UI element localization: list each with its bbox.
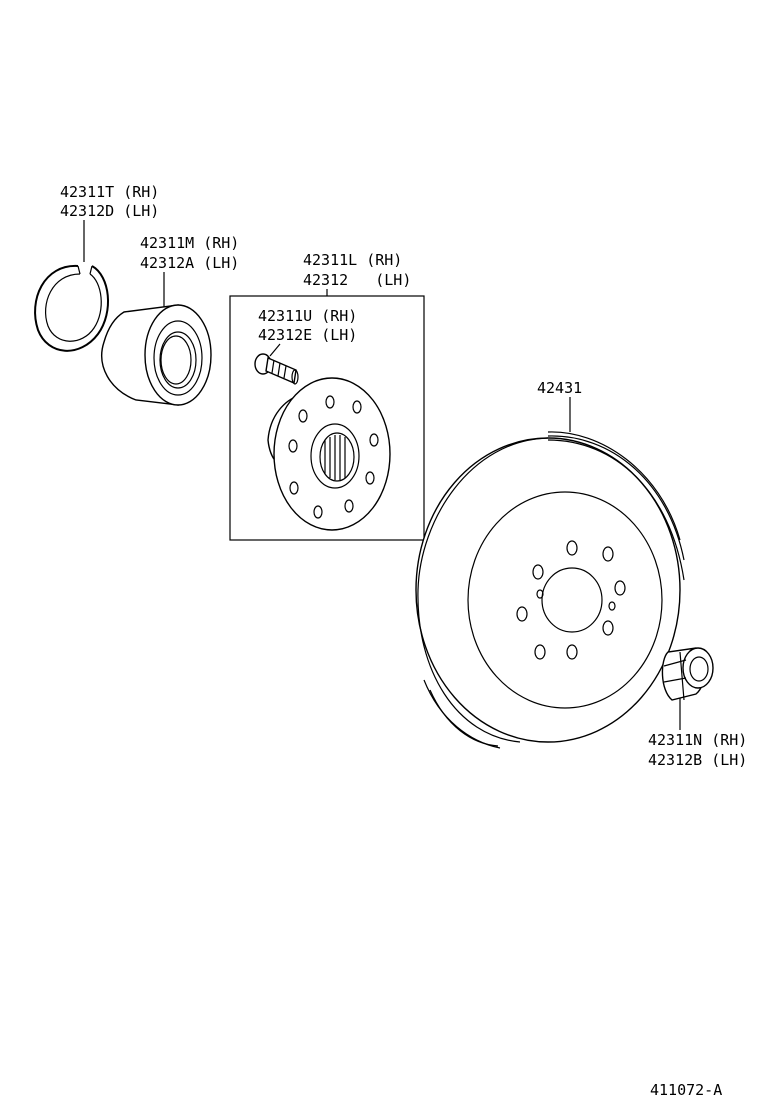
figure-code: 411072-A [650, 1081, 722, 1099]
bearing-label: 42311M (RH) 42312A (LH) [140, 234, 239, 272]
snap-ring [34, 264, 109, 352]
bearing-label-lh: 42312A (LH) [140, 254, 239, 272]
hub-bolt-label: 42311U (RH) 42312E (LH) [258, 307, 357, 344]
hub-label-lh: 42312 (LH) [303, 271, 411, 289]
hub-label-rh: 42311L (RH) [303, 251, 402, 269]
hub [267, 377, 391, 531]
snap-ring-label: 42311T (RH) 42312D (LH) [60, 183, 159, 220]
hub-label: 42311L (RH) 42312 (LH) [303, 251, 411, 289]
hub-bolt-label-rh: 42311U (RH) [258, 307, 357, 325]
hub-bolt-holes [288, 395, 379, 519]
bearing [101, 304, 212, 406]
hub-assembly-box [229, 295, 425, 541]
hub-bolt [254, 353, 299, 385]
snap-ring-label-lh: 42312D (LH) [60, 202, 159, 220]
bearing-label-rh: 42311M (RH) [140, 234, 239, 252]
hub-nut [661, 647, 714, 701]
nut-label: 42311N (RH) 42312B (LH) [648, 731, 747, 769]
brake-disc [415, 431, 685, 749]
snap-ring-label-rh: 42311T (RH) [60, 183, 159, 201]
hub-bolt-label-lh: 42312E (LH) [258, 326, 357, 344]
nut-label-rh: 42311N (RH) [648, 731, 747, 749]
disc-label-number: 42431 [537, 379, 582, 397]
disc-bolt-holes [516, 540, 626, 660]
nut-label-lh: 42312B (LH) [648, 751, 747, 769]
disc-label: 42431 [537, 379, 582, 397]
hub-bolt-leader [269, 343, 281, 357]
